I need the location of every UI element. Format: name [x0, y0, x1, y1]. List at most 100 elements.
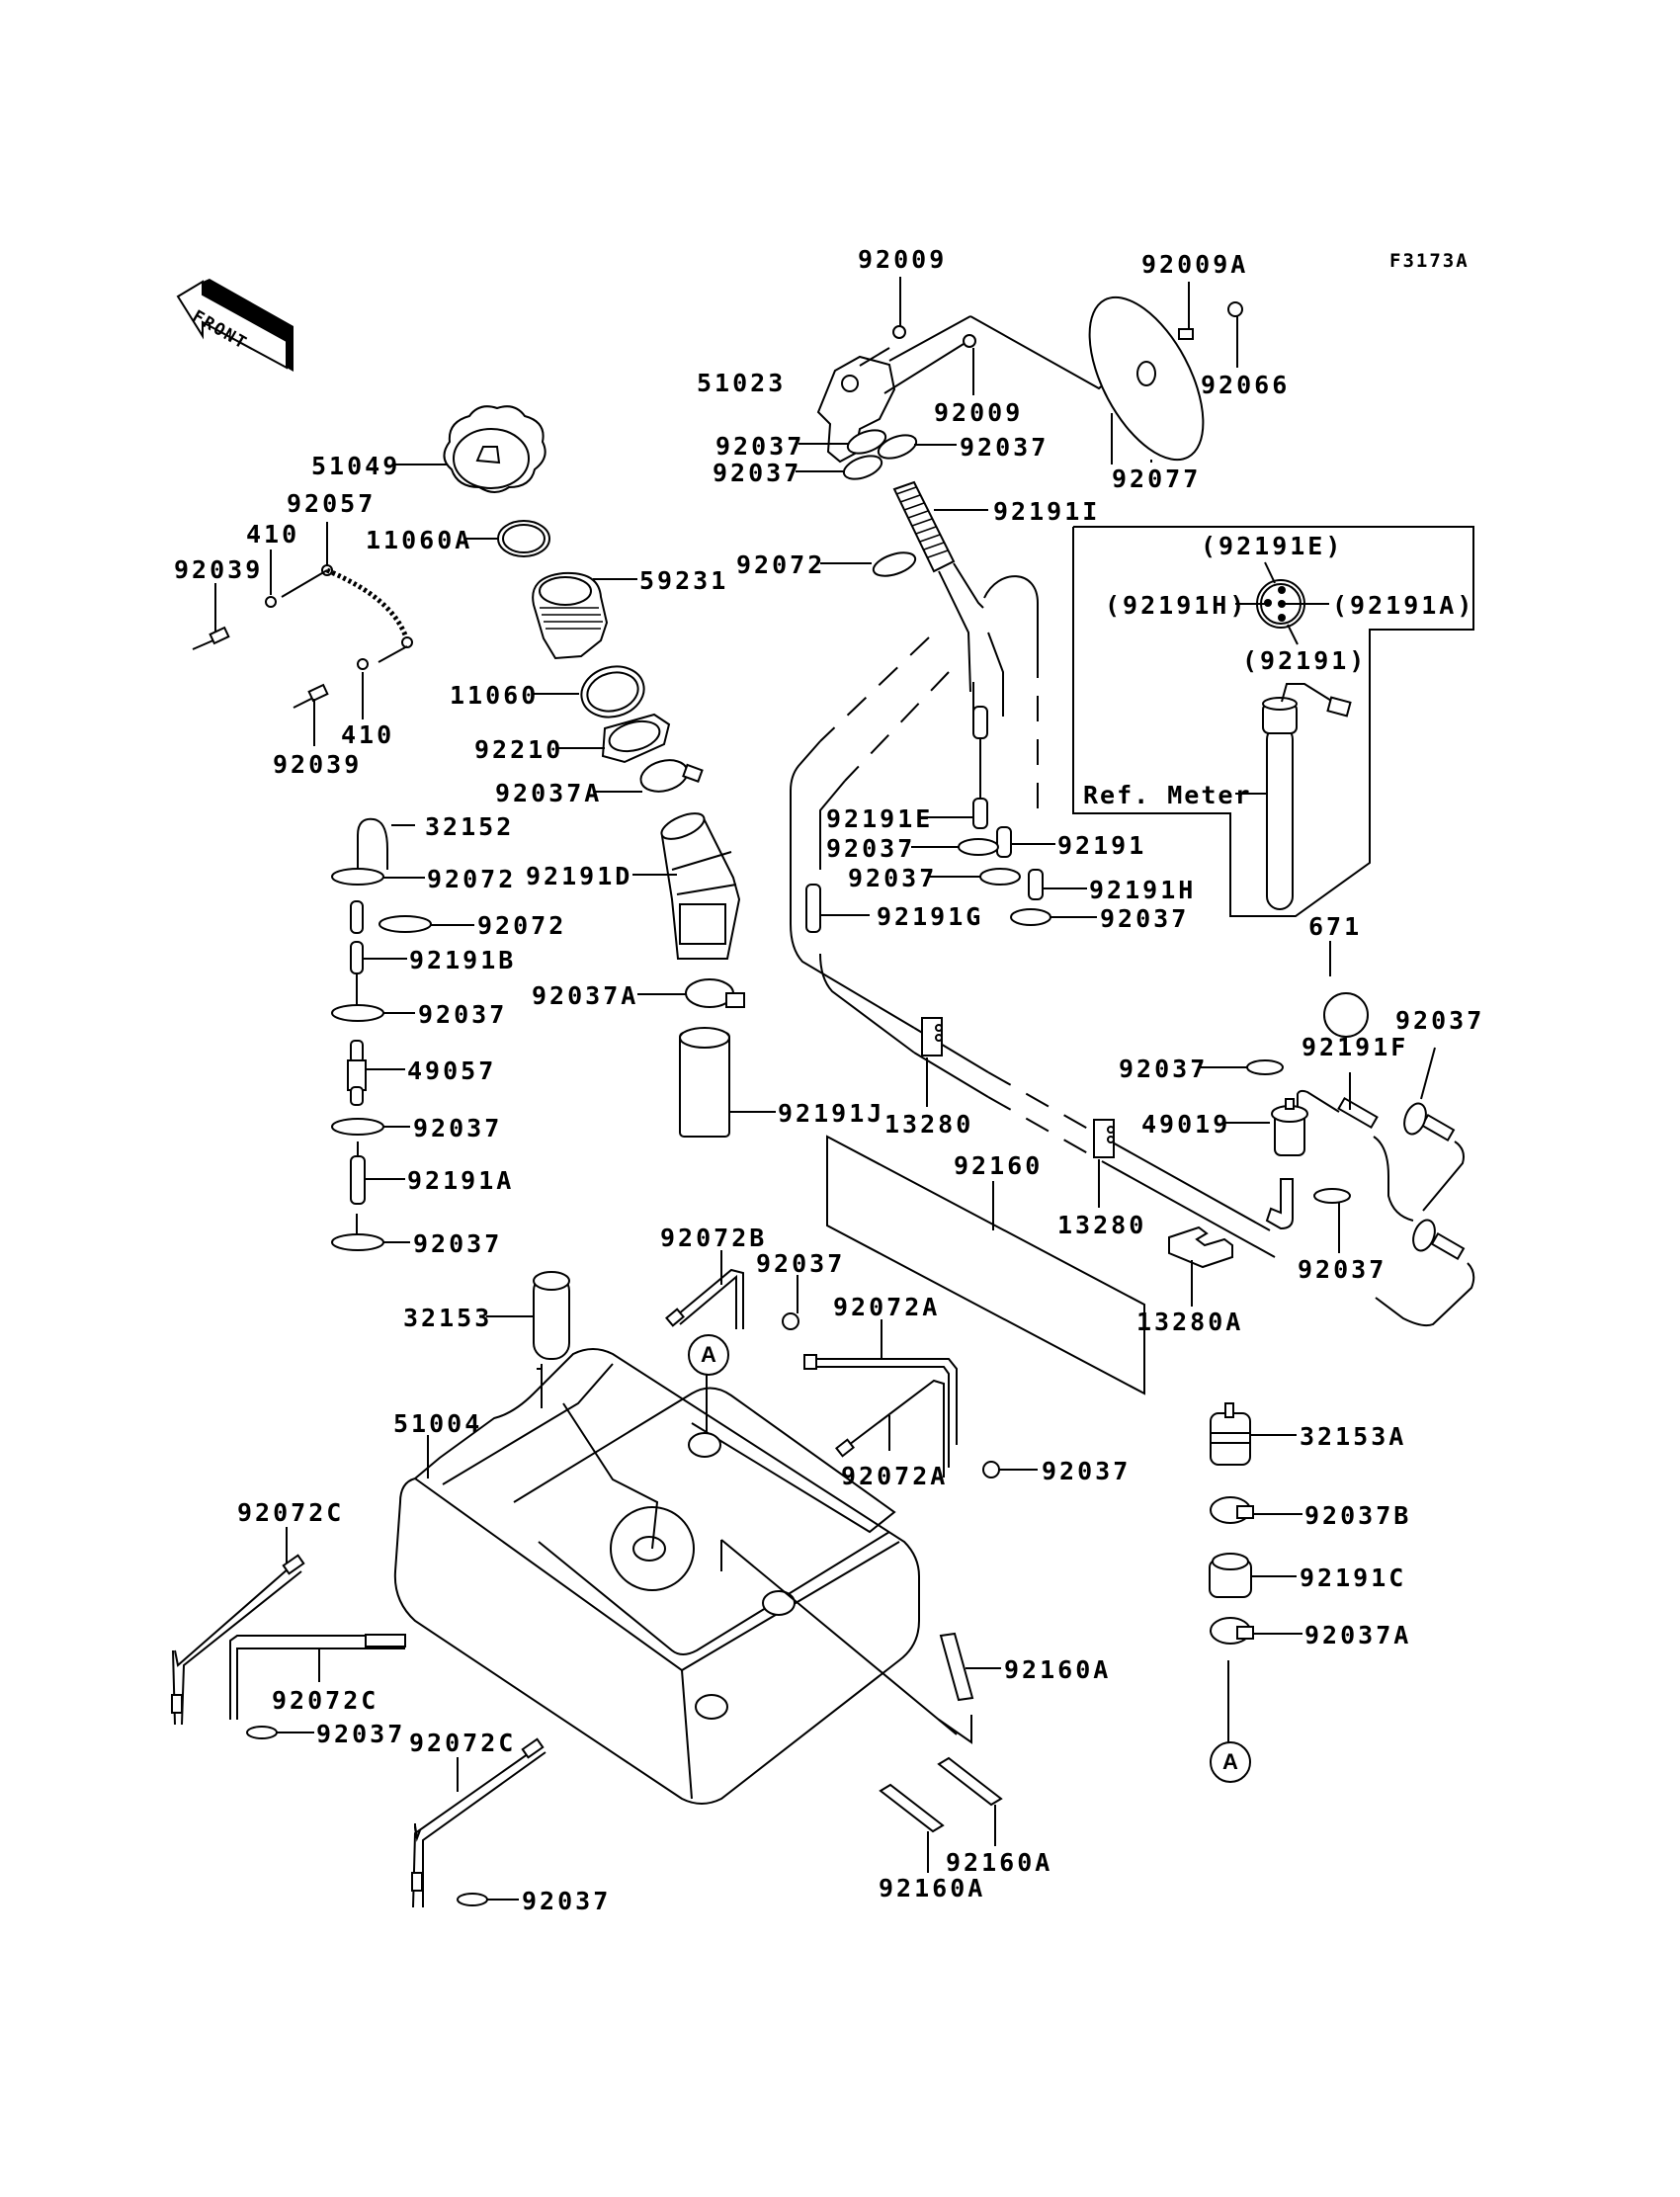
part-label[interactable]: 92072: [477, 911, 567, 940]
part-label[interactable]: 92072A: [833, 1293, 941, 1321]
figure-code: F3173A: [1389, 250, 1470, 272]
strap-92072c-2: [229, 1634, 406, 1720]
part-label[interactable]: 92191I: [993, 497, 1101, 526]
part-label[interactable]: 13280: [1057, 1211, 1147, 1239]
part-label[interactable]: 32153: [403, 1304, 493, 1332]
hose-92191i: [892, 480, 988, 573]
part-label[interactable]: 92037: [1100, 904, 1190, 933]
part-label[interactable]: 92037: [848, 864, 938, 892]
part-label[interactable]: 92077: [1112, 465, 1202, 493]
part-label[interactable]: 92160A: [946, 1848, 1053, 1877]
part-label[interactable]: 92191C: [1300, 1563, 1407, 1592]
part-label[interactable]: 92009: [858, 245, 948, 274]
part-label[interactable]: 92066: [1201, 371, 1291, 399]
clamp-92037-c2: [982, 1461, 1000, 1479]
part-label[interactable]: 11060: [450, 681, 540, 710]
sender-tube: [1235, 683, 1352, 910]
part-label[interactable]: 92072C: [272, 1686, 379, 1715]
part-label[interactable]: 92191H: [1089, 876, 1197, 904]
part-label[interactable]: 92009A: [1141, 250, 1249, 279]
hose-92191d: [632, 812, 741, 960]
part-label[interactable]: 92160A: [879, 1874, 986, 1902]
part-label[interactable]: 51049: [311, 452, 401, 480]
part-label[interactable]: 49019: [1141, 1110, 1231, 1139]
part-label[interactable]: 92037A: [532, 981, 639, 1010]
clamp-92037-a2: [877, 434, 918, 460]
strap-92072c-3: [411, 1737, 546, 1908]
part-label[interactable]: 92037: [316, 1720, 406, 1748]
clamp-92037-l1: [331, 1004, 384, 1022]
part-label[interactable]: 92160A: [1004, 1655, 1112, 1684]
part-label[interactable]: 92037: [1119, 1055, 1209, 1083]
part-label[interactable]: 92037: [413, 1229, 503, 1258]
part-label[interactable]: 92072A: [841, 1462, 949, 1490]
part-label[interactable]: 92191J: [778, 1099, 885, 1128]
part-label[interactable]: 92037: [713, 459, 802, 487]
hose-piece: [350, 900, 364, 934]
part-label[interactable]: 13280: [884, 1110, 974, 1139]
part-label[interactable]: 92191B: [409, 946, 517, 974]
part-label[interactable]: 92072: [427, 865, 517, 893]
part-label[interactable]: 59231: [639, 566, 729, 595]
part-label[interactable]: 92037: [522, 1887, 612, 1915]
part-label[interactable]: 92191F: [1302, 1033, 1409, 1061]
gauge-plate-92077: [1088, 296, 1205, 465]
part-label[interactable]: 92037A: [495, 779, 603, 807]
part-label[interactable]: 92072C: [409, 1729, 517, 1757]
part-label[interactable]: 13280A: [1136, 1308, 1244, 1336]
part-label[interactable]: 92037: [1298, 1255, 1387, 1284]
part-label[interactable]: 32153A: [1300, 1422, 1407, 1451]
part-label[interactable]: 92037A: [1304, 1621, 1412, 1649]
part-label[interactable]: 92037: [826, 834, 916, 863]
hose-92191g: [805, 884, 821, 933]
clip-13280-b: [1093, 1119, 1115, 1208]
part-label[interactable]: 11060A: [366, 526, 473, 554]
part-label[interactable]: 92037: [715, 432, 805, 461]
connection-marker-a-tank: A: [688, 1334, 729, 1376]
cap-32153a: [1210, 1402, 1297, 1466]
part-label[interactable]: 92210: [474, 735, 564, 764]
part-label[interactable]: 92072: [736, 550, 826, 579]
part-label[interactable]: 51023: [697, 369, 787, 397]
nut-92210: [555, 713, 671, 764]
part-label[interactable]: 92072C: [237, 1498, 345, 1527]
part-label[interactable]: 92160: [954, 1151, 1044, 1180]
part-label[interactable]: 92037: [756, 1249, 846, 1278]
bolt-92009a: [1178, 282, 1194, 340]
part-label[interactable]: 92191E: [826, 804, 934, 833]
washer-410-top: [265, 596, 277, 608]
clamp-92072-top: [872, 551, 917, 577]
part-label[interactable]: 671: [1308, 912, 1363, 941]
clamp-92037-b2: [979, 868, 1021, 886]
gasket-11060a: [497, 520, 550, 557]
rivet-92039-top: [192, 583, 230, 650]
pipe-32153: [486, 1271, 570, 1360]
part-label[interactable]: 51004: [393, 1409, 483, 1438]
part-label[interactable]: 92037: [418, 1000, 508, 1029]
part-label[interactable]: 92072B: [660, 1224, 768, 1252]
clamp-92037-d1: [246, 1726, 278, 1739]
part-label[interactable]: 92037B: [1304, 1501, 1412, 1530]
part-label[interactable]: 92037: [1395, 1006, 1485, 1035]
part-label[interactable]: 92191: [1057, 831, 1147, 860]
part-label[interactable]: 92039: [174, 555, 264, 584]
part-label[interactable]: 32152: [425, 812, 515, 841]
part-label[interactable]: 49057: [407, 1056, 497, 1085]
part-label[interactable]: 92057: [287, 489, 377, 518]
part-label[interactable]: 92039: [273, 750, 363, 779]
part-label[interactable]: 92037: [413, 1114, 503, 1142]
part-label[interactable]: 92191G: [877, 902, 984, 931]
part-label[interactable]: 410: [341, 720, 395, 749]
part-label[interactable]: 92009: [934, 398, 1024, 427]
part-label[interactable]: 92037: [1042, 1457, 1132, 1485]
part-label[interactable]: 92191D: [526, 862, 633, 890]
hose-92191h: [1028, 869, 1044, 900]
clamp-92037-r2: [1412, 1219, 1436, 1252]
clamp-92037-l2: [331, 1118, 384, 1136]
clamp-92037-a3: [842, 455, 883, 480]
part-label[interactable]: 92037: [960, 433, 1050, 462]
part-label[interactable]: 410: [246, 520, 300, 549]
part-label[interactable]: 92191A: [407, 1166, 515, 1195]
